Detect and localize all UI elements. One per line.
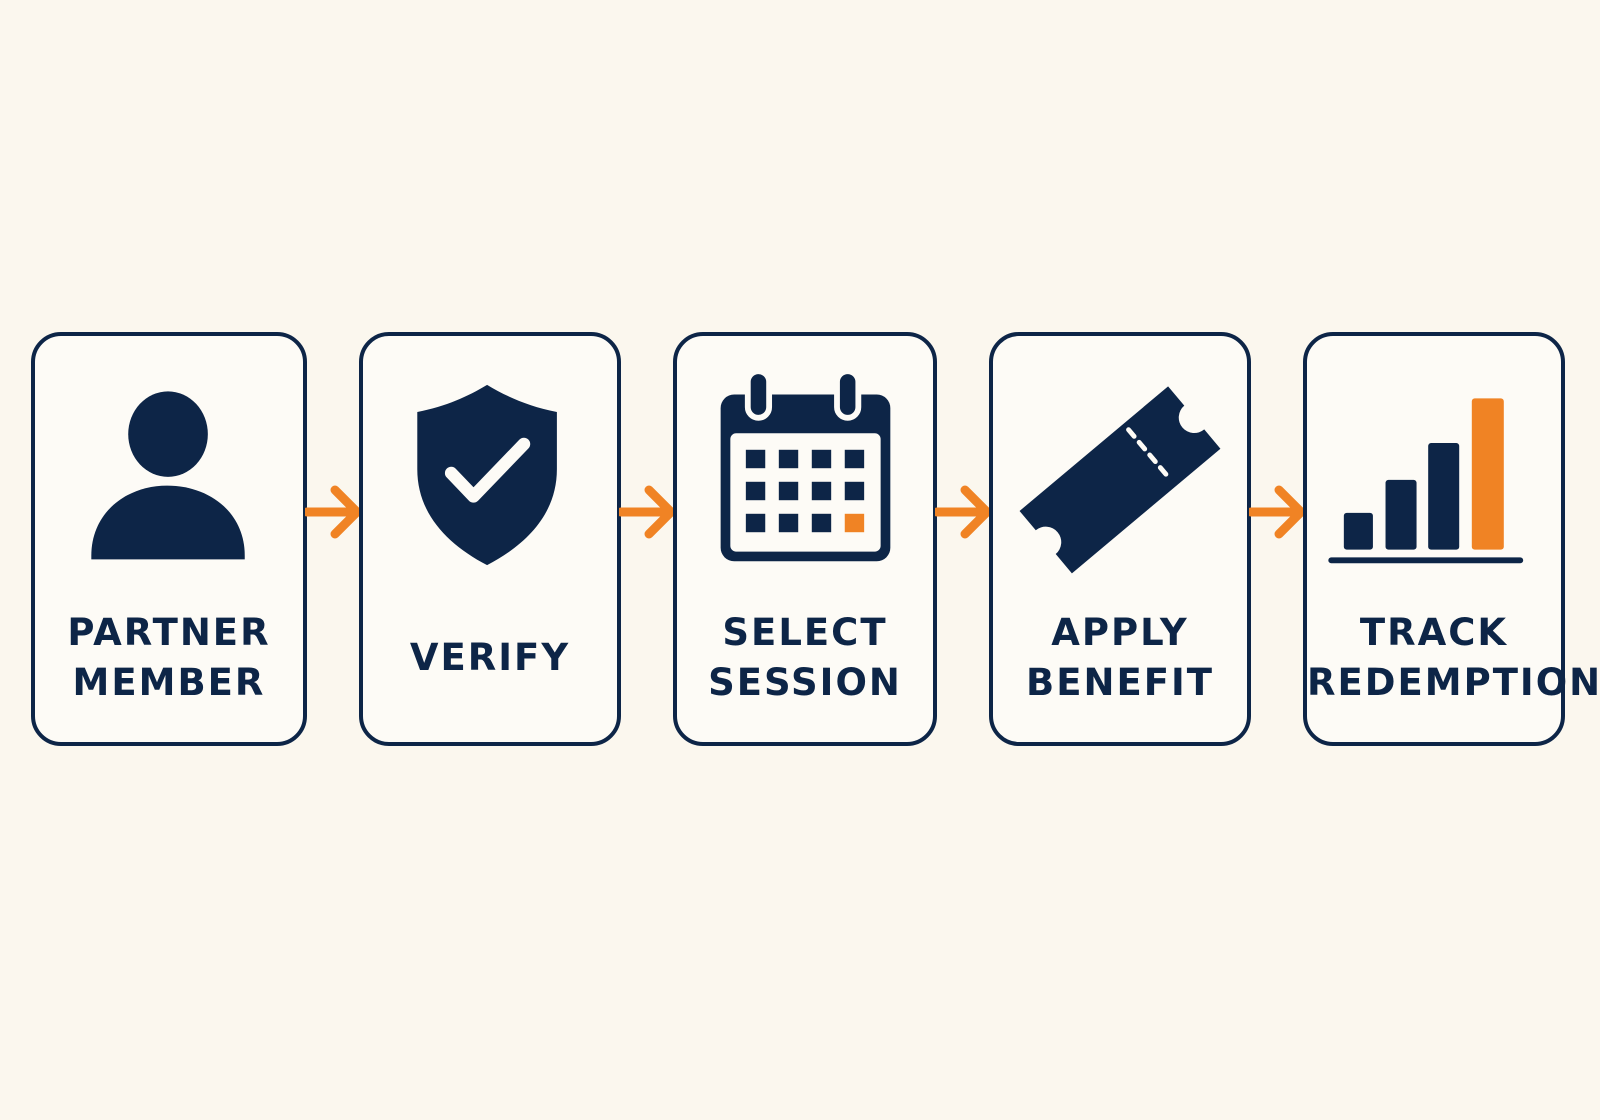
step-label: PARTNER MEMBER: [67, 611, 271, 704]
arrow-right-icon: [1249, 485, 1306, 539]
step-label: VERIFY: [409, 636, 571, 679]
shield-check-icon: [417, 384, 557, 566]
person-icon: [91, 391, 245, 560]
step-card-select-session: SELECT SESSION: [673, 332, 937, 746]
arrow-right-icon: [619, 485, 676, 539]
calendar-icon: [720, 368, 891, 562]
step-card-apply-benefit: APPLY BENEFIT: [989, 332, 1251, 746]
ticket-icon: [1019, 386, 1221, 574]
step-card-verify: VERIFY: [359, 332, 621, 746]
step-label: SELECT SESSION: [708, 611, 902, 704]
step-label: APPLY BENEFIT: [1026, 611, 1214, 704]
step-label: TRACK REDEMPTION: [1307, 611, 1600, 704]
bar-chart-icon: [1328, 398, 1524, 564]
step-card-track-redemption: TRACK REDEMPTION: [1303, 332, 1600, 746]
arrow-right-icon: [305, 485, 362, 539]
arrow-right-icon: [935, 485, 992, 539]
step-card-partner-member: PARTNER MEMBER: [31, 332, 307, 746]
